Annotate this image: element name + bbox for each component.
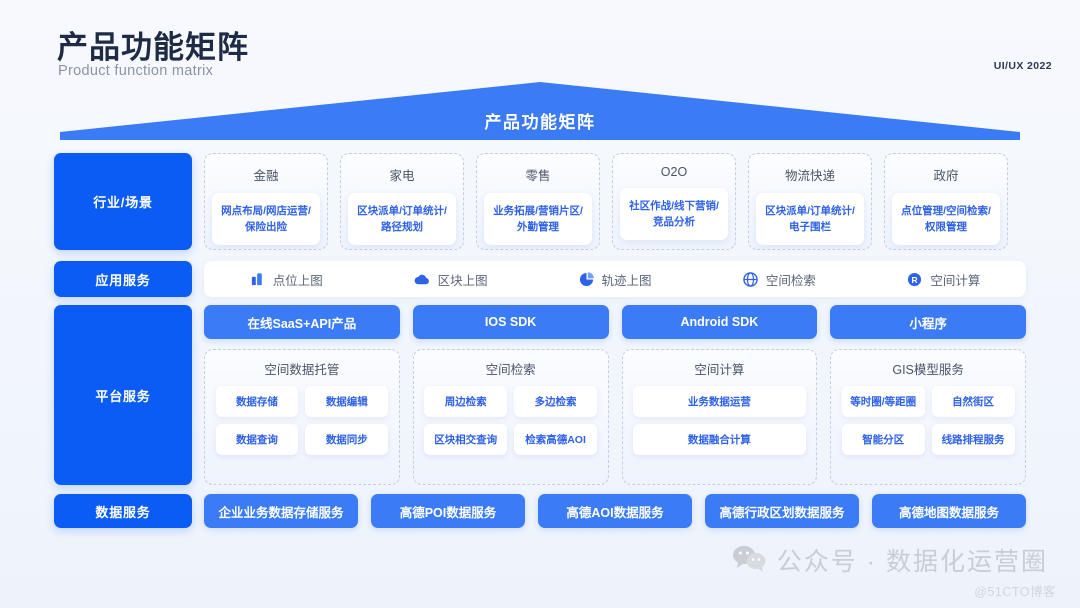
page-subtitle: Product function matrix	[58, 63, 214, 79]
application-services-bar: 点位上图 区块上图 轨迹上图 空间检索	[204, 261, 1026, 297]
pie-chart-icon	[579, 271, 594, 287]
industry-card[interactable]: 物流快递 区块派单/订单统计/电子围栏	[748, 153, 872, 250]
platform-panel-spatial-search: 空间检索 周边检索 多边检索 区块相交查询 检索高德AOI	[412, 349, 609, 485]
industry-card-title: 家电	[389, 169, 415, 183]
page-title: 产品功能矩阵	[57, 30, 249, 65]
banner-title: 产品功能矩阵	[484, 113, 596, 132]
app-service-item-track[interactable]: 轨迹上图	[533, 270, 697, 289]
data-service-button-district[interactable]: 高德行政区划数据服务	[705, 494, 859, 528]
platform-panel-row: 空间数据托管 数据存储 数据编辑 数据查询 数据同步 空间检索 周边检索 多边检…	[204, 349, 1026, 485]
panel-title: 空间计算	[694, 363, 745, 377]
platform-panel-data-hosting: 空间数据托管 数据存储 数据编辑 数据查询 数据同步	[204, 349, 400, 485]
industry-card-desc[interactable]: 网点布局/网店运营/保险出险	[212, 193, 320, 245]
panel-title: 空间数据托管	[264, 363, 340, 377]
panel-chip-grid: 周边检索 多边检索 区块相交查询 检索高德AOI	[424, 386, 598, 455]
panel-chip-grid: 数据存储 数据编辑 数据查询 数据同步	[215, 386, 389, 455]
platform-panel-gis-model: GIS模型服务 等时圈/等距圈 自然街区 智能分区 线路排程服务	[830, 349, 1026, 485]
data-services-row: 数据服务 企业业务数据存储服务 高德POI数据服务 高德AOI数据服务 高德行政…	[54, 494, 1026, 528]
industry-card-title: 物流快递	[784, 169, 835, 183]
platform-content: 在线SaaS+API产品 IOS SDK Android SDK 小程序 空间数…	[204, 305, 1026, 485]
slide-header: 产品功能矩阵 Product function matrix UI/UX 202…	[0, 0, 1080, 86]
data-service-list: 企业业务数据存储服务 高德POI数据服务 高德AOI数据服务 高德行政区划数据服…	[204, 494, 1026, 528]
panel-chip[interactable]: 业务数据运营	[632, 386, 807, 417]
row-label-industry: 行业/场景	[54, 153, 192, 250]
building-icon	[250, 272, 265, 287]
industry-card-list: 金融 网点布局/网店运营/保险出险 家电 区块派单/订单统计/路径规划 零售 业…	[204, 153, 1008, 250]
data-service-button-poi[interactable]: 高德POI数据服务	[371, 494, 525, 528]
app-service-item-point[interactable]: 点位上图	[204, 270, 368, 289]
app-service-item-block[interactable]: 区块上图	[368, 270, 532, 289]
data-service-button-map[interactable]: 高德地图数据服务	[872, 494, 1026, 528]
data-service-button-aoi[interactable]: 高德AOI数据服务	[538, 494, 692, 528]
panel-chip-grid: 业务数据运营 数据融合计算	[632, 386, 807, 455]
panel-chip[interactable]: 等时圈/等距圈	[841, 386, 925, 417]
panel-chip[interactable]: 数据同步	[305, 424, 389, 455]
sdk-button-row: 在线SaaS+API产品 IOS SDK Android SDK 小程序	[204, 305, 1026, 339]
corner-tag: UI/UX 2022	[993, 60, 1052, 72]
industry-card-desc[interactable]: 区块派单/订单统计/路径规划	[348, 193, 456, 245]
panel-chip[interactable]: 多边检索	[514, 386, 597, 417]
industry-card[interactable]: 家电 区块派单/订单统计/路径规划	[340, 153, 464, 250]
svg-text:R: R	[912, 274, 918, 284]
app-service-label: 空间计算	[930, 273, 981, 288]
watermark-text: 公众号 · 数据化运营圈	[776, 548, 1048, 576]
panel-title: GIS模型服务	[892, 363, 964, 377]
industry-card-desc[interactable]: 区块派单/订单统计/电子围栏	[756, 193, 864, 245]
panel-title: 空间检索	[485, 363, 536, 377]
watermark-credit: @51CTO博客	[974, 585, 1056, 599]
panel-chip[interactable]: 自然街区	[931, 386, 1015, 417]
cloud-icon	[414, 272, 430, 287]
application-services-row: 应用服务 点位上图 区块上图 轨迹上图	[54, 261, 1026, 297]
data-service-button-enterprise[interactable]: 企业业务数据存储服务	[204, 494, 358, 528]
row-label-platform: 平台服务	[54, 305, 192, 485]
industry-card-desc[interactable]: 社区作战/线下营销/竞品分析	[620, 188, 728, 240]
industry-card[interactable]: O2O 社区作战/线下营销/竞品分析	[612, 153, 736, 250]
app-service-label: 空间检索	[765, 273, 816, 288]
industry-card[interactable]: 政府 点位管理/空间检索/权限管理	[884, 153, 1008, 250]
industry-card[interactable]: 金融 网点布局/网店运营/保险出险	[204, 153, 328, 250]
panel-chip[interactable]: 数据查询	[215, 424, 299, 455]
industry-card-desc[interactable]: 点位管理/空间检索/权限管理	[892, 193, 1000, 245]
r-circle-icon: R	[907, 272, 922, 287]
industry-card-title: 政府	[933, 169, 959, 183]
sdk-button-miniprogram[interactable]: 小程序	[830, 305, 1026, 339]
platform-services-row: 平台服务 在线SaaS+API产品 IOS SDK Android SDK 小程…	[54, 305, 1026, 485]
industry-card-title: O2O	[660, 165, 688, 179]
industry-row: 行业/场景 金融 网点布局/网店运营/保险出险 家电 区块派单/订单统计/路径规…	[54, 153, 1026, 250]
industry-card-title: 零售	[525, 169, 551, 183]
panel-chip[interactable]: 数据存储	[215, 386, 299, 417]
panel-chip[interactable]: 检索高德AOI	[514, 424, 597, 455]
industry-card-desc[interactable]: 业务拓展/营销片区/外勤管理	[484, 193, 592, 245]
panel-chip[interactable]: 数据融合计算	[632, 424, 807, 455]
app-service-label: 区块上图	[437, 273, 488, 288]
panel-chip[interactable]: 线路排程服务	[931, 424, 1015, 455]
row-label-data: 数据服务	[54, 494, 192, 528]
app-service-item-compute[interactable]: R 空间计算	[862, 270, 1026, 289]
row-label-application: 应用服务	[54, 261, 192, 297]
sdk-button-ios[interactable]: IOS SDK	[412, 305, 609, 339]
panel-chip[interactable]: 数据编辑	[305, 386, 389, 417]
app-service-label: 轨迹上图	[601, 273, 652, 288]
globe-icon	[743, 271, 758, 287]
industry-card[interactable]: 零售 业务拓展/营销片区/外勤管理	[476, 153, 600, 250]
panel-chip[interactable]: 区块相交查询	[424, 424, 508, 455]
app-service-label: 点位上图	[272, 273, 323, 288]
sdk-button-android[interactable]: Android SDK	[621, 305, 818, 339]
watermark: 公众号 · 数据化运营圈	[732, 542, 1048, 578]
wechat-icon	[732, 544, 766, 577]
panel-chip-grid: 等时圈/等距圈 自然街区 智能分区 线路排程服务	[841, 386, 1015, 455]
banner-shape	[60, 82, 1020, 140]
panel-chip[interactable]: 智能分区	[841, 424, 925, 455]
industry-card-title: 金融	[253, 169, 279, 183]
banner-arrow: 产品功能矩阵	[0, 78, 1080, 140]
app-service-item-search[interactable]: 空间检索	[697, 270, 861, 289]
panel-chip[interactable]: 周边检索	[424, 386, 508, 417]
sdk-button-saas[interactable]: 在线SaaS+API产品	[204, 305, 400, 339]
platform-panel-spatial-compute: 空间计算 业务数据运营 数据融合计算	[621, 349, 818, 485]
